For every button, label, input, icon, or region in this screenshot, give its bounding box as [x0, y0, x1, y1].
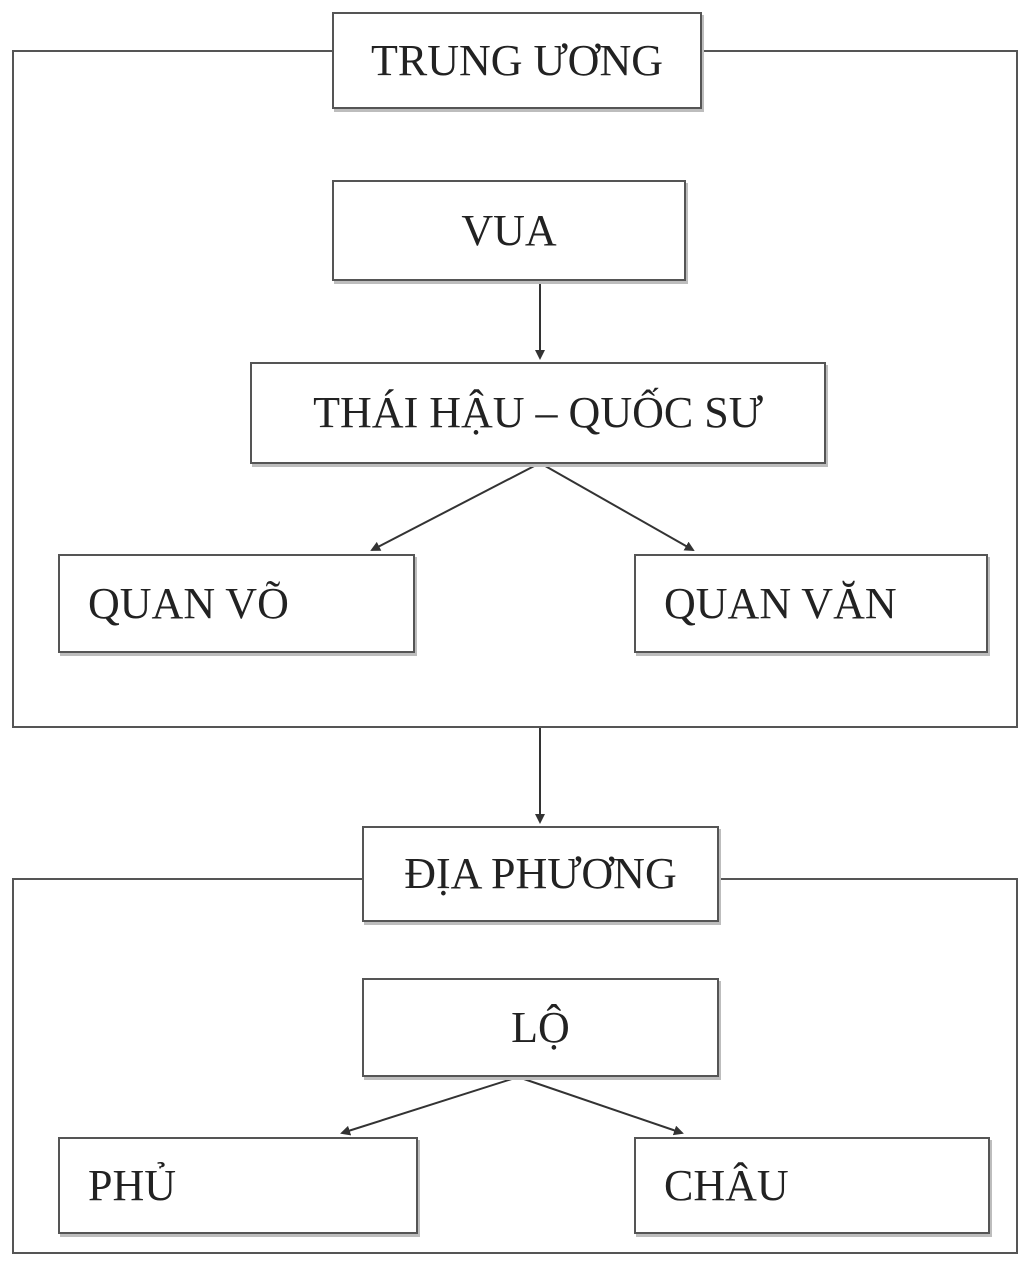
- military-officials-label: QUAN VÕ: [88, 578, 289, 628]
- regents-box: THÁI HẬU – QUỐC SƯ: [250, 362, 826, 464]
- civil-officials-box: QUAN VĂN: [634, 554, 988, 653]
- arrow-lo-to-chau: [517, 1076, 684, 1136]
- central-title-label: TRUNG ƯƠNG: [370, 35, 663, 85]
- military-officials-box: QUAN VÕ: [58, 554, 415, 653]
- king-label: VUA: [461, 205, 557, 255]
- province-label: LỘ: [511, 1002, 570, 1052]
- district-box: CHÂU: [634, 1137, 990, 1234]
- king-box: VUA: [332, 180, 686, 281]
- arrow-thai-hau-to-quan-van: [539, 462, 695, 551]
- prefecture-box: PHỦ: [58, 1137, 418, 1234]
- prefecture-label: PHỦ: [88, 1160, 177, 1210]
- civil-officials-label: QUAN VĂN: [664, 578, 897, 628]
- central-title-box: TRUNG ƯƠNG: [332, 12, 702, 109]
- local-title-box: ĐỊA PHƯƠNG: [362, 826, 719, 922]
- regents-label: THÁI HẬU – QUỐC SƯ: [313, 388, 763, 437]
- province-box: LỘ: [362, 978, 719, 1077]
- arrow-lo-to-phu: [340, 1076, 519, 1136]
- local-title-label: ĐỊA PHƯƠNG: [404, 849, 677, 898]
- arrow-thai-hau-to-quan-vo: [370, 462, 541, 551]
- district-label: CHÂU: [664, 1160, 789, 1210]
